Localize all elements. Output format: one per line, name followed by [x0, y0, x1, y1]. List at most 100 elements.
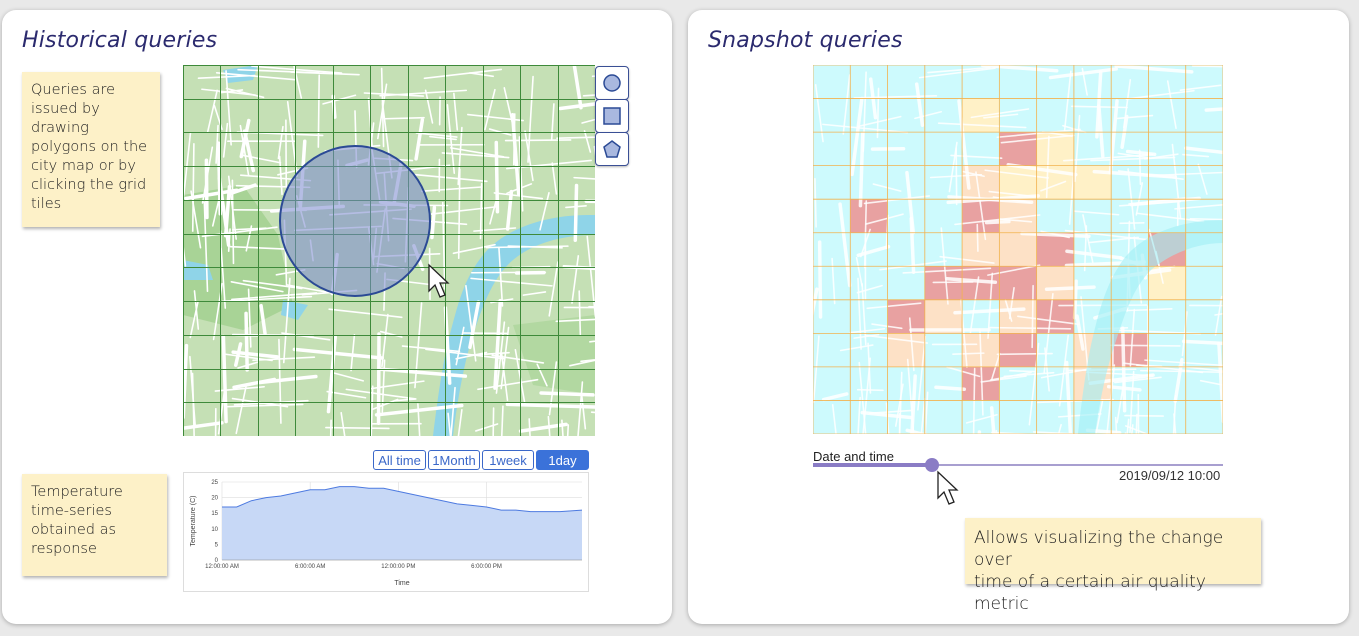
heatmap-cell[interactable]	[1185, 65, 1223, 99]
heatmap-cell[interactable]	[850, 199, 888, 233]
note-line: response	[31, 541, 97, 557]
heatmap-cell[interactable]	[999, 65, 1037, 99]
heatmap-cell[interactable]	[1036, 232, 1074, 267]
query-circle[interactable]	[279, 145, 431, 297]
heatmap-cell[interactable]	[813, 199, 851, 233]
heatmap-cell[interactable]	[1148, 165, 1186, 200]
x-tick-label: 12:00:00 PM	[381, 564, 415, 570]
date-time-slider[interactable]	[813, 458, 1223, 472]
note-line: polygons on the	[31, 139, 148, 155]
y-axis-title: Temperature (C)	[190, 496, 197, 547]
slider-thumb[interactable]	[924, 458, 939, 472]
heatmap-cell[interactable]	[1148, 98, 1186, 133]
slider-fill	[813, 463, 932, 467]
heatmap-cell[interactable]	[1148, 132, 1186, 166]
range-1month-button[interactable]: 1Month	[428, 450, 480, 470]
heatmap-cell[interactable]	[1036, 266, 1074, 300]
heatmap-cell[interactable]	[1036, 199, 1074, 233]
note-line: time-series	[31, 503, 112, 519]
heatmap-cell[interactable]	[924, 333, 963, 367]
heatmap-cell[interactable]	[924, 199, 963, 233]
heatmap-cell[interactable]	[1111, 366, 1149, 401]
heatmap-cell[interactable]	[1111, 132, 1149, 166]
heatmap-cell[interactable]	[887, 232, 925, 267]
heatmap-cell[interactable]	[924, 366, 963, 401]
heatmap-cell[interactable]	[1111, 333, 1149, 367]
heatmap-cell[interactable]	[924, 299, 963, 334]
cursor-icon	[428, 263, 450, 298]
note-line: Allows visualizing the change over	[974, 528, 1224, 570]
slider-track	[813, 464, 1223, 466]
heatmap-cell[interactable]	[1148, 299, 1186, 334]
heatmap-cell[interactable]	[850, 299, 888, 334]
area-fill	[222, 486, 582, 560]
draw-rectangle-button[interactable]	[595, 99, 629, 133]
slider-label: Date and time	[813, 449, 894, 464]
circle-icon	[603, 74, 621, 92]
x-tick-label: 6:00:00 AM	[295, 564, 325, 570]
heatmap-cell[interactable]	[1073, 199, 1112, 233]
heatmap-cell[interactable]	[850, 98, 888, 133]
temperature-chart: 0 5 10 15 20 25 12:00:00 AM 6:00:00 AM 12:00:00 …	[183, 472, 589, 592]
heatmap-cell[interactable]	[1185, 400, 1223, 434]
square-icon	[603, 107, 621, 125]
y-tick-label: 0	[215, 558, 219, 564]
heatmap-cell[interactable]	[850, 65, 888, 99]
y-tick-label: 20	[211, 496, 218, 502]
heatmap-cell[interactable]	[813, 132, 851, 166]
heatmap-cell[interactable]	[850, 165, 888, 200]
range-1week-button[interactable]: 1week	[482, 450, 534, 470]
range-all-time-button[interactable]: All time	[373, 450, 426, 470]
heatmap-map[interactable]	[813, 65, 1223, 434]
range-1day-button[interactable]: 1day	[536, 450, 589, 470]
note-line: city map or by	[31, 158, 136, 174]
cursor-icon	[937, 470, 959, 505]
heatmap-cell[interactable]	[924, 98, 963, 133]
city-map[interactable]	[183, 65, 595, 436]
note-line: drawing	[31, 120, 89, 136]
draw-circle-button[interactable]	[595, 66, 629, 100]
heatmap-cell[interactable]	[1185, 333, 1223, 367]
heatmap-cell[interactable]	[924, 400, 963, 434]
heatmap-cell[interactable]	[999, 132, 1037, 166]
note-line: time of a certain air quality metric	[974, 572, 1206, 614]
queries-note: Queries are issued by drawing polygons o…	[22, 72, 160, 227]
heatmap-cell[interactable]	[813, 299, 851, 334]
heatmap-cell[interactable]	[850, 266, 888, 300]
heatmap-cell[interactable]	[813, 400, 851, 434]
y-tick-label: 15	[211, 511, 218, 517]
heatmap-cell[interactable]	[887, 165, 925, 200]
heatmap-cell[interactable]	[1073, 266, 1112, 300]
heatmap-cell[interactable]	[887, 266, 925, 300]
draw-polygon-button[interactable]	[595, 132, 629, 166]
note-line: obtained as	[31, 522, 117, 538]
heatmap-cell[interactable]	[999, 333, 1037, 367]
panel-title: Historical queries	[22, 28, 218, 53]
note-line: Temperature	[31, 484, 123, 500]
range-label: 1day	[548, 452, 577, 468]
y-tick-label: 5	[215, 542, 219, 548]
heatmap-cell[interactable]	[850, 400, 888, 434]
timeseries-note: Temperature time-series obtained as resp…	[22, 474, 167, 576]
x-tick-label: 12:00:00 AM	[205, 564, 239, 570]
panel-title: Snapshot queries	[708, 28, 903, 53]
heatmap-cell[interactable]	[887, 366, 925, 401]
heatmap-cell[interactable]	[999, 232, 1037, 267]
pentagon-icon	[603, 140, 621, 158]
heatmap-cell[interactable]	[1148, 400, 1186, 434]
heatmap-cell[interactable]	[962, 132, 1000, 166]
range-label: 1Month	[432, 452, 476, 468]
heatmap-cell[interactable]	[813, 165, 851, 200]
y-tick-label: 10	[211, 527, 218, 533]
y-tick-label: 25	[211, 480, 218, 486]
heatmap-cell[interactable]	[887, 199, 925, 233]
heatmap-cell[interactable]	[1185, 266, 1223, 300]
note-line: tiles	[31, 196, 62, 212]
range-label: All time	[378, 452, 421, 468]
range-label: 1week	[489, 452, 527, 468]
series-line	[222, 486, 583, 513]
x-axis-title: Time	[394, 580, 409, 587]
heatmap-cell[interactable]	[813, 65, 851, 99]
heatmap-cell[interactable]	[1185, 98, 1223, 133]
heatmap-graphics	[813, 65, 1223, 434]
